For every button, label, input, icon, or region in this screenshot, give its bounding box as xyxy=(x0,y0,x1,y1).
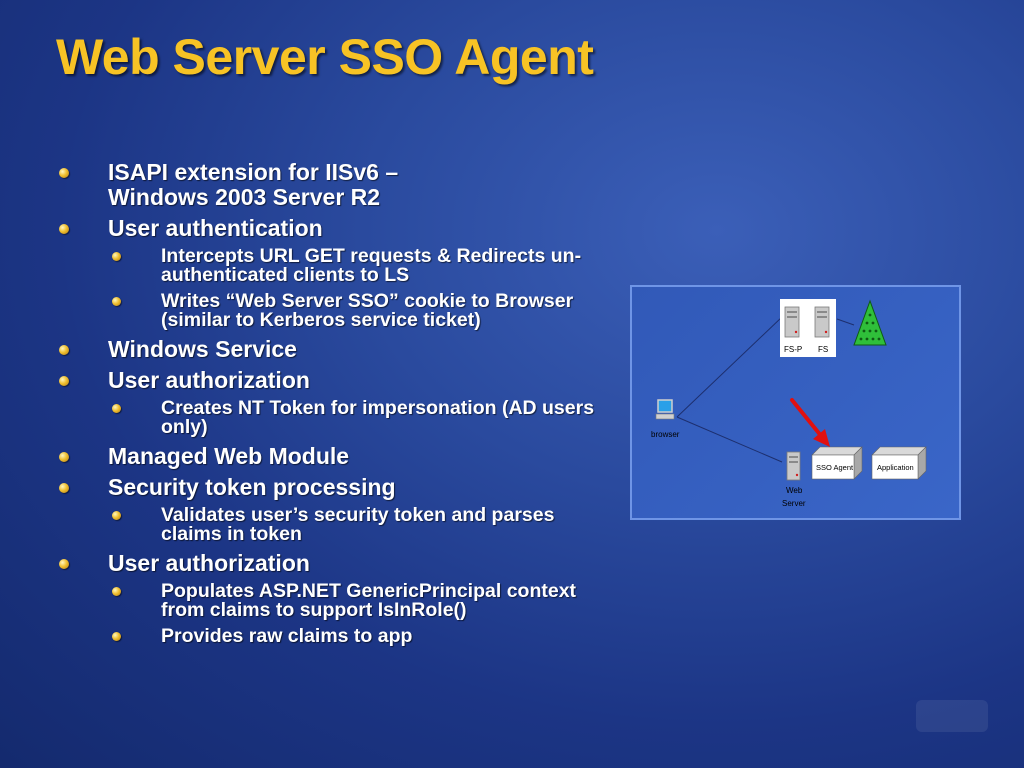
logo-watermark xyxy=(916,700,988,732)
browser-computer-icon xyxy=(655,399,675,420)
web-server-label-line2: Server xyxy=(782,499,806,508)
account-store-icon xyxy=(853,299,887,346)
server-icon xyxy=(784,306,800,338)
bullet-icon xyxy=(59,168,69,178)
bullet-text: Provides raw claims to app xyxy=(161,625,413,647)
bullet-icon xyxy=(59,483,69,493)
sub-bullet-item: Populates ASP.NET GenericPrincipal conte… xyxy=(56,580,596,621)
browser-to-fs-line xyxy=(676,316,783,418)
bullet-item: Security token processing xyxy=(56,475,596,500)
bullet-text: Writes “Web Server SSO” cookie to Browse… xyxy=(161,290,574,331)
sub-bullet-item: Writes “Web Server SSO” cookie to Browse… xyxy=(56,290,596,331)
bullet-icon xyxy=(112,297,121,306)
bullet-text: Managed Web Module xyxy=(108,443,350,469)
bullet-item: User authorization xyxy=(56,551,596,576)
browser-label: browser xyxy=(651,430,680,439)
bullet-icon xyxy=(59,376,69,386)
fs-to-store-line xyxy=(836,318,855,326)
bullet-item: User authentication xyxy=(56,216,596,241)
bullet-item: Managed Web Module xyxy=(56,444,596,469)
bullet-icon xyxy=(112,252,121,261)
bullet-icon xyxy=(112,632,121,641)
bullet-icon xyxy=(59,345,69,355)
bullet-item: Windows Service xyxy=(56,337,596,362)
bullet-list: ISAPI extension for IISv6 –Windows 2003 … xyxy=(56,160,596,653)
bullet-text: User authentication xyxy=(108,215,323,241)
bullet-icon xyxy=(59,224,69,234)
sso-agent-label: SSO Agent xyxy=(816,463,854,472)
bullet-text: Populates ASP.NET GenericPrincipal conte… xyxy=(161,580,577,621)
fs-label: FS xyxy=(818,345,828,354)
bullet-item: User authorization xyxy=(56,368,596,393)
slide-title: Web Server SSO Agent xyxy=(56,29,594,85)
bullet-text: User authorization xyxy=(108,367,310,393)
bullet-icon xyxy=(112,404,121,413)
bullet-icon xyxy=(59,452,69,462)
sso-agent-box: SSO Agent xyxy=(811,446,863,480)
sub-bullet-item: Validates user’s security token and pars… xyxy=(56,504,596,545)
fsp-label: FS-P xyxy=(784,345,802,354)
browser-to-webserver-line xyxy=(676,416,783,463)
bullet-text: ISAPI extension for IISv6 –Windows 2003 … xyxy=(108,159,399,210)
sub-bullet-item: Intercepts URL GET requests & Redirects … xyxy=(56,245,596,286)
architecture-diagram: FS-P FS browser Web Server xyxy=(630,285,961,520)
server-icon xyxy=(814,306,830,338)
application-box: Application xyxy=(871,446,927,480)
bullet-text: Security token processing xyxy=(108,474,396,500)
bullet-icon xyxy=(59,559,69,569)
bullet-text: Intercepts URL GET requests & Redirects … xyxy=(161,245,582,286)
application-label: Application xyxy=(877,463,914,472)
red-arrow-icon xyxy=(790,398,830,447)
federation-server-group: FS-P FS xyxy=(780,299,836,357)
bullet-icon xyxy=(112,587,121,596)
sub-bullet-item: Provides raw claims to app xyxy=(56,625,596,647)
sub-bullet-item: Creates NT Token for impersonation (AD u… xyxy=(56,397,596,438)
web-server-label-line1: Web xyxy=(786,486,803,495)
bullet-text: Windows Service xyxy=(108,336,297,362)
bullet-text: Validates user’s security token and pars… xyxy=(161,504,555,545)
bullet-text: Creates NT Token for impersonation (AD u… xyxy=(161,397,595,438)
bullet-icon xyxy=(112,511,121,520)
diagram-canvas: FS-P FS browser Web Server xyxy=(651,299,927,508)
web-server-icon xyxy=(786,451,801,481)
bullet-item: ISAPI extension for IISv6 –Windows 2003 … xyxy=(56,160,596,210)
bullet-text: User authorization xyxy=(108,550,310,576)
